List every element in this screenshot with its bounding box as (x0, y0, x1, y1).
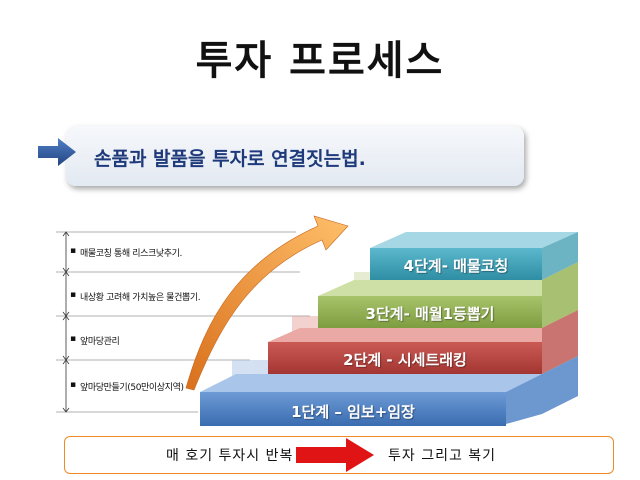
bottom-right-text: 투자 그리고 복기 (388, 448, 497, 464)
step-3-block (318, 262, 578, 328)
step-3-label: 3단계- 매월1등뽑기 (365, 305, 495, 323)
guide-lines (56, 231, 310, 413)
step-2-label: 2단계 - 시세트래킹 (343, 351, 467, 369)
page-title: 투자 프로세스 (195, 38, 445, 84)
bullet-item: 내상황 고려해 가치높은 물건뽑기. (70, 290, 201, 303)
blue-right-arrow-icon (38, 138, 76, 166)
orange-curved-arrow-icon (185, 215, 349, 391)
bullet-item: 앞마당관리 (70, 334, 120, 347)
bullet-item: 앞마당만들기(50만이상지역) (70, 380, 184, 393)
red-right-arrow-icon (296, 438, 374, 472)
bottom-left-text: 매 호기 투자시 반복 (166, 448, 294, 464)
step-4-label: 4단계- 매물코칭 (403, 257, 509, 275)
step-1-block (200, 356, 578, 426)
step-2-block (268, 310, 578, 374)
step-4-block (370, 232, 578, 280)
subtitle-text: 손품과 발품을 투자로 연결짓는법. (94, 148, 366, 170)
subtitle-box (66, 126, 524, 186)
bullet-item: 매물코칭 통해 리스크낮추기. (70, 246, 182, 259)
step-1-label: 1단계 – 임보+임장 (291, 403, 415, 421)
